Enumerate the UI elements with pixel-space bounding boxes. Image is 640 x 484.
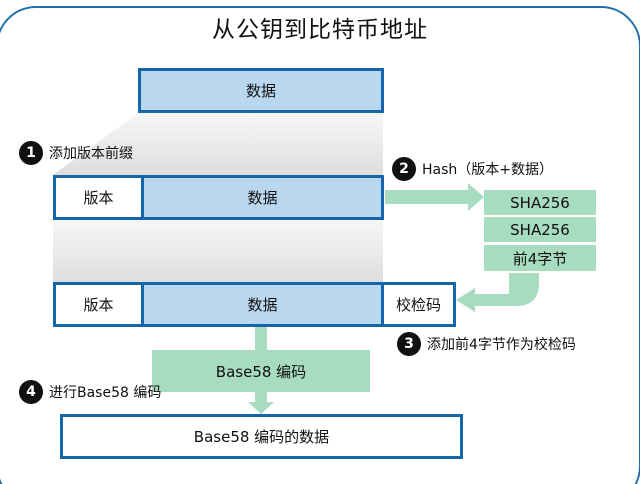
step-4-number: 4 — [19, 380, 43, 404]
step-2: 2 Hash（版本+数据） — [392, 157, 553, 181]
versioned-data-box: 数据 — [141, 175, 384, 220]
first-four-bytes: 前4字节 — [484, 245, 596, 271]
step-1: 1 添加版本前缀 — [19, 141, 133, 165]
step-1-text: 添加版本前缀 — [49, 146, 133, 162]
diagram-title: 从公钥到比特币地址 — [212, 17, 428, 43]
step-3-text: 添加前4字节作为校检码 — [427, 337, 576, 353]
result-arrow — [248, 392, 274, 414]
sha256-second: SHA256 — [484, 217, 596, 242]
step-1-number: 1 — [19, 141, 43, 165]
funnel-lower — [53, 219, 383, 282]
step-4: 4 进行Base58 编码 — [19, 380, 161, 404]
step-3: 3 添加前4字节作为校检码 — [397, 332, 576, 356]
sha256-first: SHA256 — [484, 190, 596, 215]
top-data-box: 数据 — [138, 68, 384, 113]
step-4-text: 进行Base58 编码 — [49, 385, 162, 401]
checksum-box: 校检码 — [381, 282, 456, 327]
step-3-number: 3 — [397, 332, 421, 356]
version-box: 版本 — [53, 175, 144, 220]
version-box-2: 版本 — [53, 282, 144, 327]
base58-connector — [255, 326, 267, 350]
checksummed-data-box: 数据 — [141, 282, 384, 327]
step-2-number: 2 — [392, 157, 416, 181]
hash-arrow — [385, 183, 484, 211]
funnel-upper — [53, 113, 383, 175]
step-2-text: Hash（版本+数据） — [422, 162, 554, 178]
checksum-arrow — [456, 273, 539, 312]
base58-result-box: Base58 编码的数据 — [60, 414, 463, 459]
base58-encode-box: Base58 编码 — [152, 350, 370, 392]
